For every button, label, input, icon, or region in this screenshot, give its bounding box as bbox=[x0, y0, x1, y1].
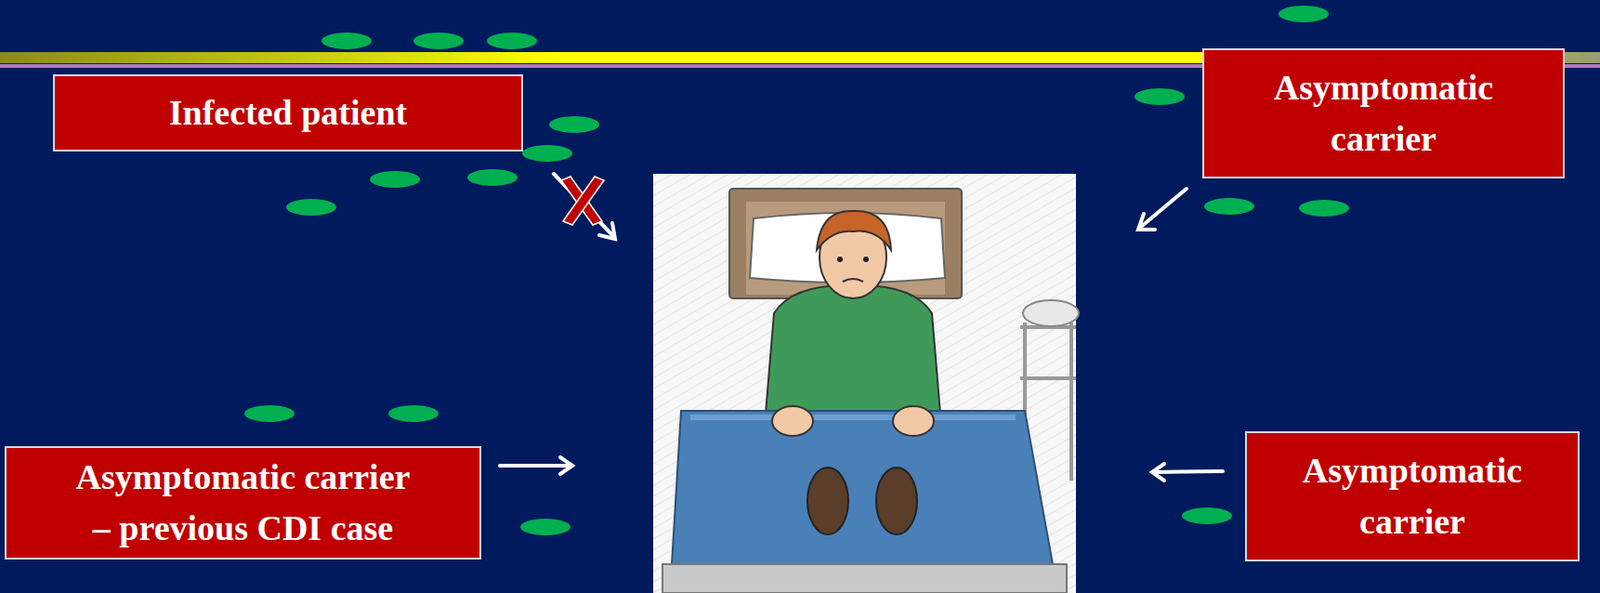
label-box: Asymptomatic carrier bbox=[1245, 431, 1580, 562]
text-stack: Asymptomatic carrier bbox=[1244, 62, 1523, 165]
label-box: Infected patient bbox=[52, 74, 524, 152]
label-box: Asymptomatic carrier bbox=[1202, 48, 1565, 179]
patient-illustration bbox=[653, 173, 1079, 593]
box-text: Infected patient bbox=[169, 87, 407, 139]
label-box: Asymptomatic carrier – previous CDI case bbox=[4, 445, 482, 560]
text-stack: Asymptomatic carrier bbox=[1272, 445, 1552, 548]
blocked-mark bbox=[561, 176, 604, 225]
text-stack: Asymptomatic carrier – previous CDI case bbox=[70, 451, 417, 554]
box-text: Asymptomatic carrier bbox=[1272, 445, 1552, 548]
text-stack: Infected patient bbox=[169, 87, 407, 139]
box-text: Asymptomatic carrier bbox=[1244, 62, 1523, 165]
box-text: Asymptomatic carrier – previous CDI case bbox=[70, 451, 417, 554]
